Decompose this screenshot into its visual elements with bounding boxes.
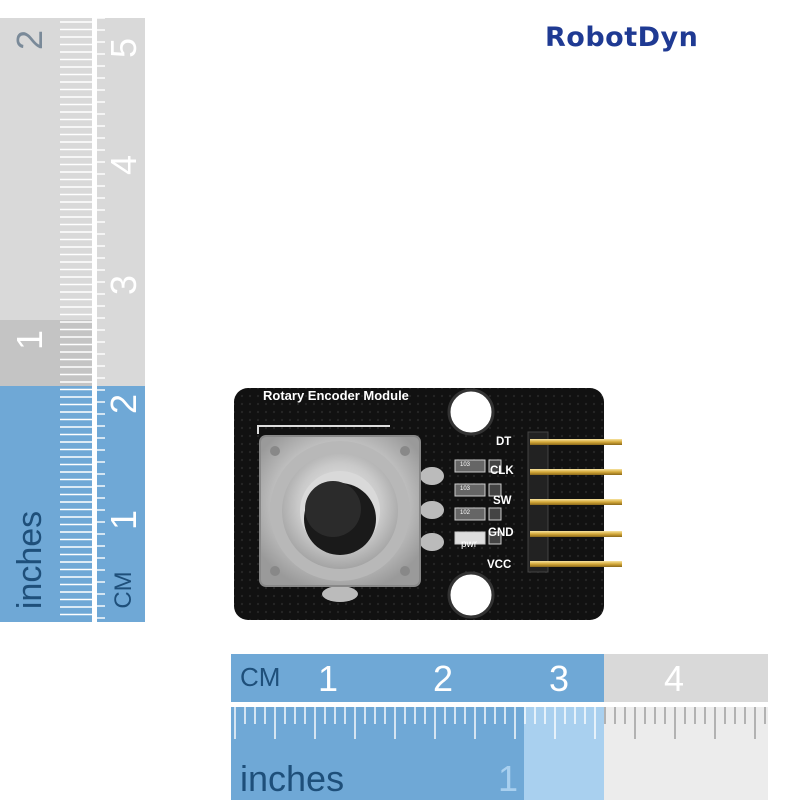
board-graphic — [234, 388, 622, 620]
header-pin-4 — [530, 531, 622, 537]
horizontal-cm-number-1: 1 — [318, 658, 339, 699]
pwr-led-label: pwr — [461, 539, 478, 550]
resistor-code-1: 103 — [460, 462, 471, 468]
brand-logo: RobotDyn — [545, 22, 699, 53]
vertical-cm-number-2: 2 — [103, 393, 144, 415]
vertical-cm-number-4: 4 — [103, 154, 144, 176]
resistor-code-2: 103 — [460, 486, 471, 492]
vertical-ruler-graphic — [0, 18, 145, 622]
pin-label-gnd: GND — [488, 527, 514, 539]
horizontal-cm-number-2: 2 — [433, 658, 454, 699]
vertical-inch-unit: inches — [11, 510, 49, 610]
vertical-cm-number-3: 3 — [103, 274, 144, 296]
horizontal-ruler-graphic — [231, 654, 768, 800]
header-pin-1 — [530, 439, 622, 445]
horizontal-cm-number-4: 4 — [664, 658, 685, 699]
pin-label-dt: DT — [496, 436, 512, 448]
resistor-code-3: 102 — [460, 510, 471, 516]
horizontal-cm-number-3: 3 — [549, 658, 570, 699]
pin-label-vcc: VCC — [487, 559, 512, 571]
header-pin-3 — [530, 499, 622, 505]
vertical-cm-number-5: 5 — [103, 37, 144, 59]
horizontal-cm-unit: CM — [240, 662, 281, 692]
vertical-inch-number-1: 1 — [9, 329, 50, 351]
vertical-cm-number-1: 1 — [103, 509, 144, 531]
module-title: Rotary Encoder Module — [263, 388, 409, 403]
vertical-inch-number-2: 2 — [9, 29, 50, 51]
vertical-cm-unit: CM — [110, 571, 137, 609]
horizontal-inch-number-1: 1 — [498, 758, 519, 799]
horizontal-inch-unit: inches — [240, 758, 345, 799]
header-pin-5 — [530, 561, 622, 567]
horizontal-ruler — [231, 654, 768, 800]
vertical-ruler — [0, 18, 145, 622]
header-pin-2 — [530, 469, 622, 475]
rotary-encoder-board — [230, 384, 625, 624]
pin-label-clk: CLK — [490, 465, 514, 477]
pin-label-sw: SW — [493, 495, 512, 507]
